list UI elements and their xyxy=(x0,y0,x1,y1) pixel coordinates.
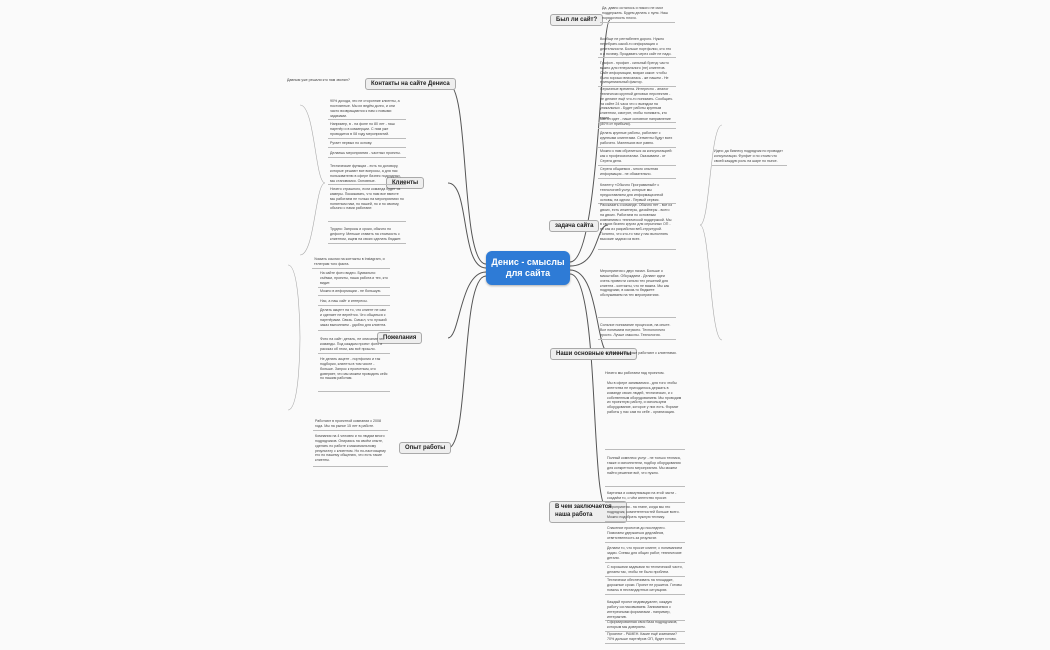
note-zadacha: Серьезные времена. Интересно - аналог те… xyxy=(598,86,676,123)
note-klienty: Ругает первых по основу. xyxy=(328,140,406,148)
note-rabota: Сформированная своя база подрядчиков, ко… xyxy=(605,619,685,632)
note-rabota: Полный комплекс услуг - не только техник… xyxy=(605,455,685,487)
note-zadacha: Графон - профил - сильный бренд: часто в… xyxy=(598,60,676,88)
topic-klienty[interactable]: Клиенты xyxy=(386,177,425,189)
note-rabota: Ничего мы работаем над проектом. xyxy=(605,371,665,375)
note-klienty: Ничего страшного, если команда будет из … xyxy=(328,186,406,222)
note-zadacha-side: Идея: да бизнесу подрядчик но проводит к… xyxy=(712,148,787,166)
topic-rabota[interactable]: В чем заключается наша работа xyxy=(549,501,627,523)
topic-kontakty[interactable]: Контакты на сайте Дениса xyxy=(365,78,456,90)
note-klienty: Например, в - на фоне по 80 лет - наш па… xyxy=(328,121,406,139)
note-byl-li-sait: Да, давно осталось и никого не смог подд… xyxy=(600,5,675,23)
note-zadacha: Вообще не рентабелен дорого. Нужно переб… xyxy=(598,36,676,59)
note-zadacha: Мероприятия с двух начал. Больше о масшт… xyxy=(598,268,676,318)
note-rabota: Картинка и коммуникации на этой части - … xyxy=(605,490,685,503)
note-klienty: 90% дохода, это не сторонние клиенты, а … xyxy=(328,98,406,121)
note-kontakty: Давным уже решали кто нам звонил? xyxy=(287,78,350,82)
note-rabota: Спасение проектов до последнего. Помогае… xyxy=(605,525,685,543)
note-rabota: Каждый проект индивидуален, каждую работ… xyxy=(605,599,685,622)
note-rabota: С хорошими задачами по технической части… xyxy=(605,564,685,577)
note-pozhelaniya: Фото на сайт: деталь, не описание что ко… xyxy=(318,336,390,354)
note-zadacha: Серега общаемся - много опытная информац… xyxy=(598,166,676,179)
note-zadacha: Клиенту «Обычно Программный» с технологи… xyxy=(598,182,676,205)
note-klienty: Делаешь мероприятия - частных проекты. xyxy=(328,150,406,158)
note-pozhelaniya: Не делать акцент - портфолио и так подбо… xyxy=(318,356,390,392)
note-zadacha: Рассказать о команде. Обычно нет - все и… xyxy=(598,202,676,250)
note-pozhelaniya: Нас, а наш сайт и интересы. xyxy=(318,298,390,306)
note-pozhelaniya: Указать ссылки на контакты в Instagram, … xyxy=(312,256,390,269)
note-rabota: Технически обеспечивать на площадке, дор… xyxy=(605,577,685,595)
topic-pozhelaniya[interactable]: Пожелания xyxy=(377,332,423,344)
topic-byl-li-sait[interactable]: Был ли сайт? xyxy=(550,14,604,26)
note-klienty: Технические функции - есть по договору, … xyxy=(328,163,406,186)
note-pozhelaniya: Делать акцент на то, что клиент не сам и… xyxy=(318,307,390,331)
note-zadacha: Можно к нам обратиться за консультацией:… xyxy=(598,148,676,166)
note-rabota: Мы в сфере занимаемся - для того чтобы а… xyxy=(605,380,685,450)
note-vazhnye-klienty: Агентства, которые работают с клиентами. xyxy=(605,351,677,355)
note-rabota: Мероприятия - на этапе, когда мы это под… xyxy=(605,504,685,522)
note-opyt: Компания на 4 человек и по людям много п… xyxy=(313,433,388,467)
central-topic[interactable]: Денис - смыслы для сайта xyxy=(486,251,570,285)
note-zadacha: Делать крупные работы, работают с крупны… xyxy=(598,130,676,148)
note-rabota: Делаем то, что просит клиент, с понимани… xyxy=(605,545,685,563)
topic-nashi-klienty[interactable]: Наши основные клиенты xyxy=(550,348,638,360)
note-rabota: Проспект - РАМЕН. Какие ещё компании? 70… xyxy=(605,631,685,644)
topic-zadacha-saita[interactable]: задача сайта xyxy=(549,220,600,232)
note-klienty: Трудно: Запросы и сроки, обычно по дефол… xyxy=(328,226,406,244)
topic-opyt[interactable]: Опыт работы xyxy=(399,442,452,454)
note-zadacha: Сильное понимание процессов, на опыте. В… xyxy=(598,322,676,340)
note-pozhelaniya: Можно в информации - не большую. xyxy=(318,288,390,296)
note-opyt: Работают в проектной компании с 2008 год… xyxy=(313,418,388,431)
note-zadacha: Как он идет - наше основное направление … xyxy=(598,116,676,129)
note-pozhelaniya: На сайте фото видео. Буквально: съёмки, … xyxy=(318,270,390,288)
